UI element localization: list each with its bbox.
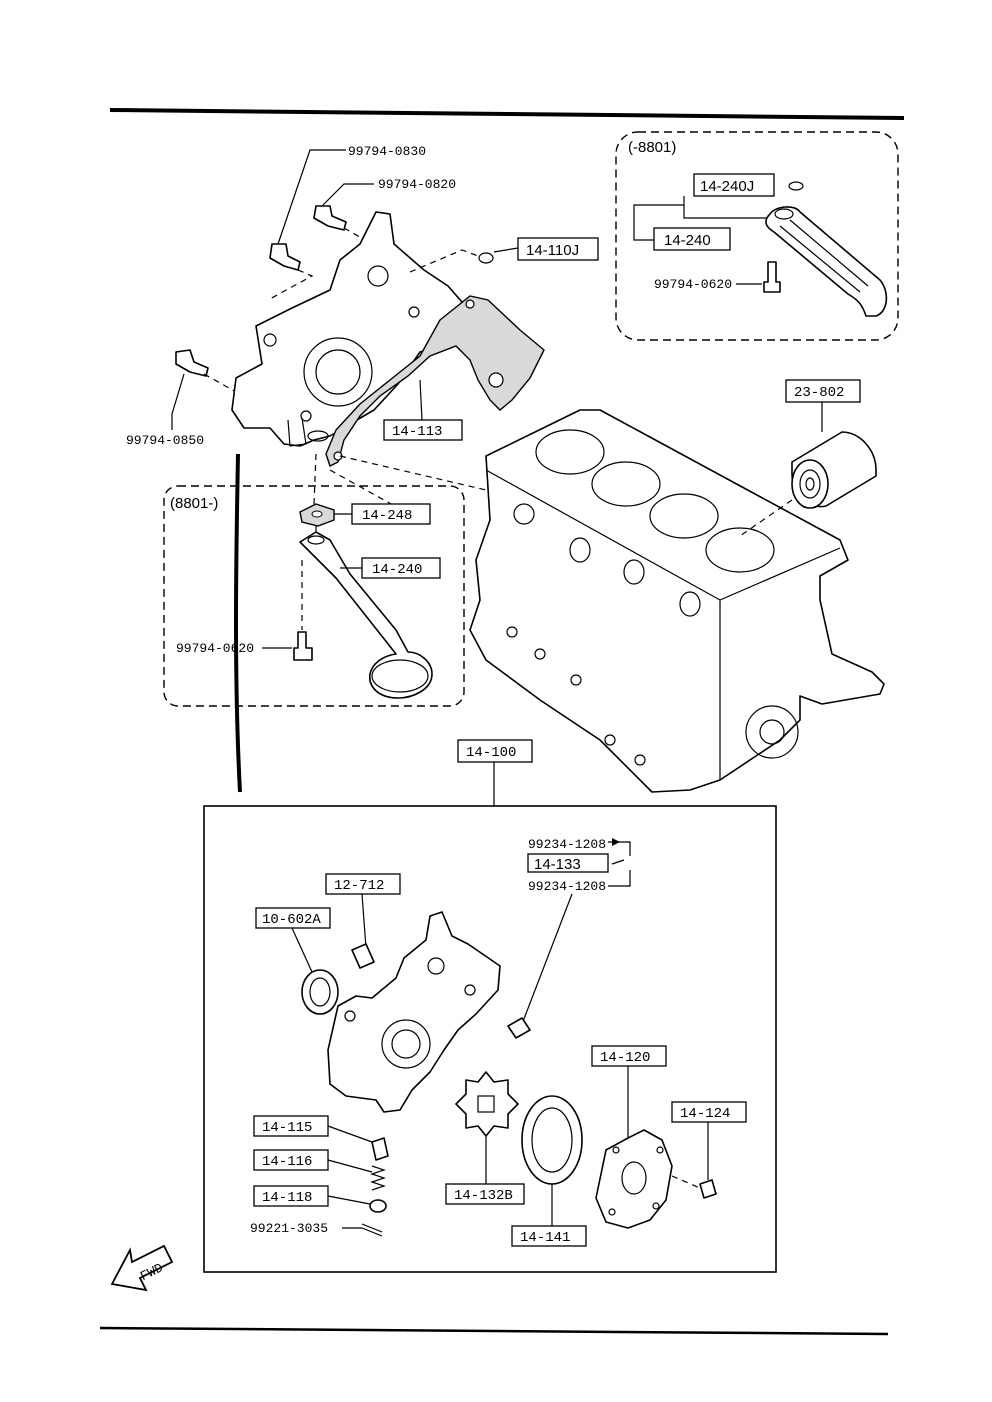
cotter-3035-icon [361, 1223, 383, 1237]
svg-text:14-113: 14-113 [392, 424, 442, 440]
svg-text:10-602A: 10-602A [262, 912, 321, 928]
group-early-frame [615, 131, 899, 341]
label-bolt-0830: 99794-0830 [348, 144, 426, 159]
label-bolt-0620-late: 99794-0620 [176, 641, 254, 656]
svg-text:14-116: 14-116 [262, 1154, 312, 1170]
cover-120-icon [595, 1129, 673, 1229]
bolt-0850-icon [175, 349, 209, 377]
oil-filter-icon [791, 431, 877, 509]
label-outer-rotor-141: 14-141 [511, 1225, 587, 1247]
cylinder-block-icon [469, 409, 885, 793]
pump-body-exploded-icon [327, 911, 501, 1113]
spring-116-icon [370, 1165, 386, 1191]
svg-text:14-240: 14-240 [664, 232, 711, 249]
svg-text:14-133: 14-133 [534, 856, 581, 873]
label-seal-602a: 10-602A [255, 907, 331, 929]
group-early-label: (-8801) [628, 139, 676, 156]
label-plunger-115: 14-115 [253, 1115, 329, 1137]
svg-text:14-240: 14-240 [372, 562, 422, 578]
svg-text:14-118: 14-118 [262, 1190, 312, 1206]
oil-pump-body-icon [231, 211, 463, 447]
label-pump-assy-100: 14-100 [457, 739, 533, 763]
svg-text:14-110J: 14-110J [526, 242, 579, 259]
bolt-0620-late-icon [293, 631, 313, 661]
screw-124-icon [699, 1179, 717, 1199]
oring-110j-icon [478, 252, 494, 264]
seat-118-icon [369, 1199, 387, 1213]
bolt-0620-early-icon [763, 261, 781, 293]
bolt-0830-icon [269, 243, 301, 271]
assembly-leader [234, 453, 242, 793]
plunger-115-icon [371, 1137, 389, 1161]
label-cover-120: 14-120 [591, 1045, 667, 1067]
svg-text:23-802: 23-802 [794, 385, 844, 401]
label-dowel-712: 12-712 [325, 873, 401, 895]
inner-rotor-132b-icon [455, 1071, 519, 1137]
label-screw-124: 14-124 [671, 1101, 747, 1123]
svg-text:14-120: 14-120 [600, 1050, 650, 1066]
gasket-113-icon [325, 295, 545, 467]
label-oring-110j: 14-110J [517, 237, 599, 261]
svg-text:14-248: 14-248 [362, 508, 412, 524]
label-strainer-240-late: 14-240 [361, 557, 441, 579]
svg-text:14-141: 14-141 [520, 1230, 570, 1246]
pin-1208-icon [507, 1017, 531, 1039]
label-inner-rotor-132b: 14-132B [445, 1183, 525, 1205]
group-late-label: (8801-) [170, 495, 218, 512]
label-plate-133: 14-133 [527, 853, 609, 873]
label-bolt-0850: 99794-0850 [126, 433, 204, 448]
seal-602a-icon [301, 969, 339, 1015]
label-oring-240j: 14-240J [693, 173, 775, 197]
svg-text:14-240J: 14-240J [700, 178, 754, 195]
label-bolt-0820: 99794-0820 [378, 177, 456, 192]
top-rule [109, 108, 905, 120]
pump-assy-frame [203, 805, 777, 1273]
strainer-early-icon [765, 206, 888, 317]
svg-text:14-124: 14-124 [680, 1106, 730, 1122]
svg-text:14-115: 14-115 [262, 1120, 312, 1136]
outer-rotor-141-icon [521, 1095, 583, 1185]
fwd-arrow-icon: FWD [110, 1244, 174, 1292]
label-filter-802: 23-802 [785, 379, 861, 403]
label-cotter-3035: 99221-3035 [250, 1221, 328, 1236]
label-bolt-0620-early: 99794-0620 [654, 277, 732, 292]
svg-text:14-132B: 14-132B [454, 1188, 513, 1204]
bolt-0820-icon [313, 205, 347, 231]
label-gasket-113: 14-113 [383, 419, 463, 441]
dowel-712-icon [351, 943, 375, 969]
label-strainer-240-early: 14-240 [653, 227, 731, 251]
label-seat-118: 14-118 [253, 1185, 329, 1207]
svg-text:12-712: 12-712 [334, 878, 384, 894]
svg-text:14-100: 14-100 [466, 745, 516, 761]
group-late-frame [163, 485, 465, 707]
label-pin-1208-bottom: 99234-1208 [528, 879, 606, 894]
strainer-late-icon [299, 531, 433, 699]
bottom-rule [99, 1326, 889, 1336]
oring-240j-icon [788, 181, 804, 191]
label-gasket-248: 14-248 [351, 503, 431, 525]
label-spring-116: 14-116 [253, 1149, 329, 1171]
label-pin-1208-top: 99234-1208 [528, 837, 606, 852]
